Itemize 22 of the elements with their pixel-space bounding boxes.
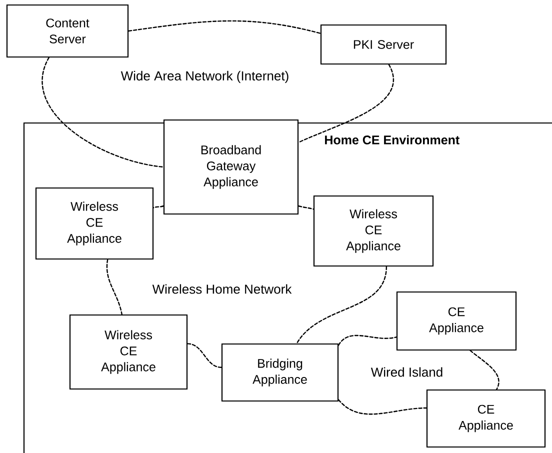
connector-line	[338, 399, 428, 415]
connector-line	[298, 64, 394, 143]
network-label: Wireless Home Network	[152, 284, 292, 294]
connector-line	[296, 266, 388, 344]
connector-line	[186, 343, 222, 368]
device-box: Wireless CE Appliance	[35, 187, 154, 260]
connector-line	[106, 258, 122, 316]
device-box: Wireless CE Appliance	[313, 195, 434, 267]
connector-line	[298, 205, 314, 210]
connector-line	[128, 20, 322, 34]
device-box: CE Appliance	[426, 389, 546, 448]
network-label: Wired Island	[370, 367, 442, 377]
device-box: PKI Server	[320, 24, 447, 65]
connector-line	[338, 334, 398, 346]
connector-line	[152, 205, 164, 208]
network-label: Wide Area Network (Internet)	[120, 70, 288, 84]
connector-line	[470, 350, 500, 390]
device-box: CE Appliance	[396, 291, 517, 351]
connector-line	[42, 56, 164, 168]
device-box: Bridging Appliance	[221, 343, 339, 402]
device-box: Wireless CE Appliance	[69, 314, 188, 390]
device-box: Content Server	[6, 4, 129, 58]
